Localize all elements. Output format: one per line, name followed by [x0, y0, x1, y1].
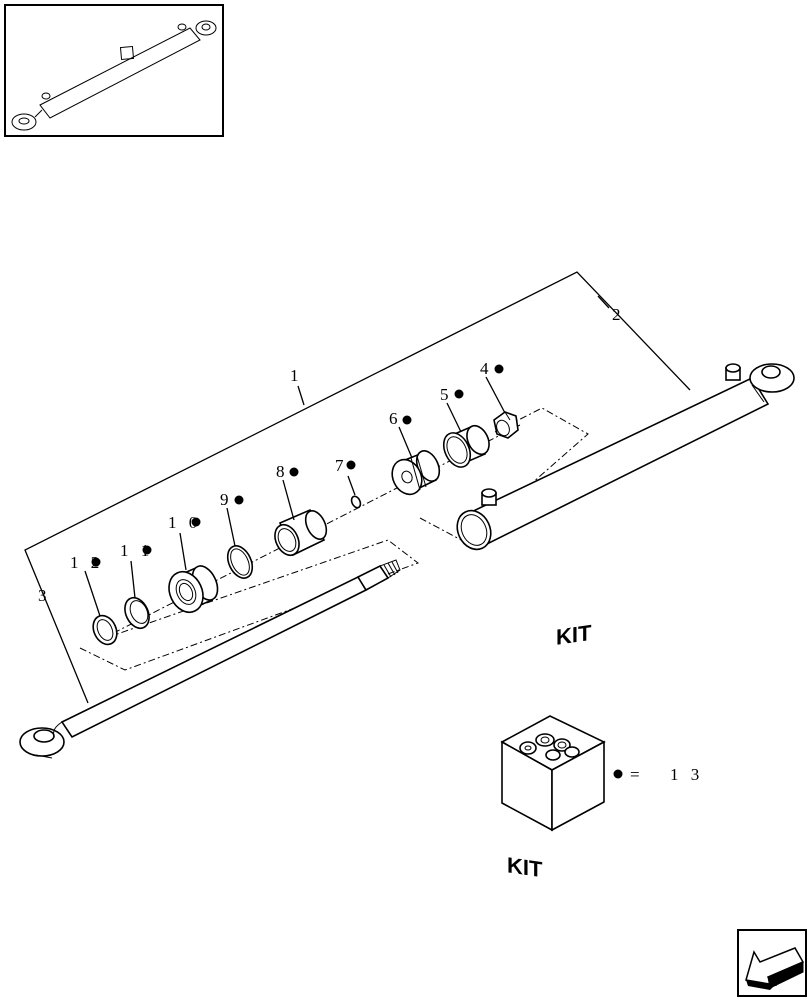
kit-bullet-icon — [494, 364, 504, 374]
kit-label-left: KIT — [507, 852, 543, 882]
part-8-bushing — [274, 508, 328, 557]
kit-bullet-icon — [346, 460, 356, 470]
kit-box-right-face — [551, 740, 605, 832]
callout-9: 9 — [220, 490, 233, 509]
part-11-wiper-ring — [124, 596, 150, 630]
part-9-o-ring — [226, 545, 254, 579]
arrow-back-icon — [745, 947, 805, 990]
callout-6: 6 — [389, 409, 402, 428]
callout-4: 4 — [480, 359, 493, 378]
callout-1: 1 — [290, 366, 303, 385]
callout-10: 1 0 — [168, 513, 201, 532]
callout-5: 5 — [440, 385, 453, 404]
part-5-piston-seal — [442, 424, 490, 468]
kit-bullet-icon — [191, 517, 201, 527]
kit-bullet-icon — [234, 495, 244, 505]
kit-box-contents — [519, 733, 580, 761]
kit-label-right: KIT — [556, 620, 592, 650]
kit-bullet-icon — [142, 545, 152, 555]
callout-12: 1 2 — [70, 553, 103, 572]
part-6-piston — [391, 450, 441, 496]
callout-3: 3 — [38, 586, 51, 605]
callout-8: 8 — [276, 462, 289, 481]
assembly-axis — [79, 407, 589, 671]
kit-bullet-icon — [91, 557, 101, 567]
kit-bullet-icon — [454, 389, 464, 399]
leader-lines — [84, 295, 610, 617]
kit-bullet-icon — [402, 415, 412, 425]
part-10-gland — [168, 565, 219, 613]
part-4-nut — [493, 411, 519, 439]
callout-2: 2 — [612, 305, 625, 324]
callout-7: 7 — [335, 456, 348, 475]
part-7-small-o-ring — [350, 495, 362, 509]
cylinder-barrel — [456, 363, 795, 551]
callout-labels: 1 2 3 4 5 6 7 8 9 1 0 1 1 1 2 — [38, 305, 625, 605]
kit-bullet-icon — [613, 769, 623, 779]
callout-11: 1 1 — [120, 541, 153, 560]
bracket-lines — [24, 271, 691, 704]
kit-bullet-icon — [289, 467, 299, 477]
piston-rod — [19, 559, 401, 759]
part-12-seal-ring — [92, 614, 118, 646]
thumbnail-inset[interactable] — [4, 4, 224, 137]
kit-box: KIT KIT = 1 3 — [500, 620, 703, 882]
back-navigation-button[interactable] — [737, 929, 807, 997]
kit-reference: 1 3 — [670, 765, 703, 784]
thumbnail-cylinder — [11, 20, 217, 131]
kit-equals: = — [630, 765, 644, 784]
